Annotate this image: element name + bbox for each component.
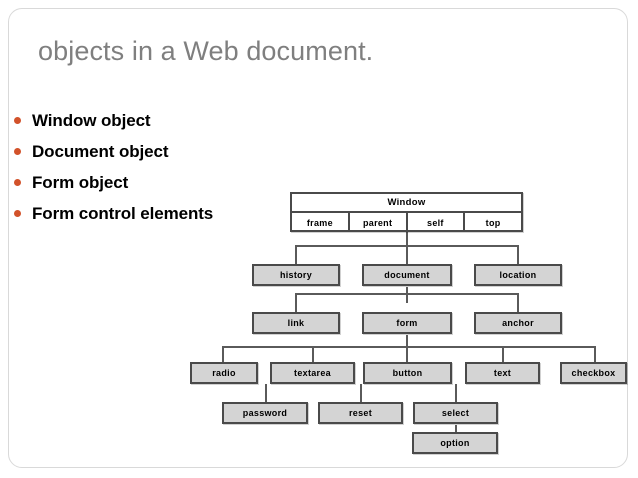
bullet-dot-icon [14,210,21,217]
connector-to-checkbox [594,346,596,362]
node-option[interactable]: option [412,432,498,454]
node-history[interactable]: history [252,264,340,286]
node-password[interactable]: password [222,402,308,424]
node-window[interactable]: Window frame parent self top [290,192,523,232]
connector-to-anchor [517,293,519,312]
node-button[interactable]: button [363,362,452,384]
list-item: Form object [14,170,314,195]
bullet-dot-icon [14,179,21,186]
connector-window-down [406,230,408,246]
connector-to-location [517,245,519,265]
connector-to-document [406,245,408,265]
bullet-dot-icon [14,117,21,124]
node-checkbox[interactable]: checkbox [560,362,627,384]
connector-to-link [295,293,297,312]
window-properties-row: frame parent self top [292,213,521,232]
connector-bus-form-children [222,346,596,348]
slide-frame [8,8,628,468]
connector-form-down [406,335,408,347]
node-anchor[interactable]: anchor [474,312,562,334]
node-textarea[interactable]: textarea [270,362,355,384]
bullet-list: Window object Document object Form objec… [14,108,314,232]
connector-button-reset [360,384,362,403]
window-property-frame[interactable]: frame [292,213,350,232]
node-location[interactable]: location [474,264,562,286]
list-item: Form control elements [14,201,314,226]
connector-text-select [455,384,457,403]
node-text[interactable]: text [465,362,540,384]
connector-document-down [406,287,408,303]
node-link[interactable]: link [252,312,340,334]
node-radio[interactable]: radio [190,362,258,384]
connector-to-text [502,346,504,362]
list-item-label: Form control elements [32,203,214,223]
list-item-label: Form object [32,172,129,192]
window-property-self[interactable]: self [408,213,466,232]
connector-select-option [455,425,457,433]
list-item: Window object [14,108,314,133]
window-property-top[interactable]: top [485,217,501,228]
list-item-label: Window object [32,110,151,130]
bullet-dot-icon [14,148,21,155]
node-reset[interactable]: reset [318,402,403,424]
node-select[interactable]: select [413,402,498,424]
connector-to-textarea [312,346,314,362]
node-form[interactable]: form [362,312,452,334]
node-window-label: Window [292,194,521,213]
page-title: objects in a Web document. [38,36,374,66]
node-document[interactable]: document [362,264,452,286]
connector-textarea-password [265,384,267,403]
connector-to-button [406,346,408,362]
connector-to-radio [222,346,224,362]
list-item-label: Document object [32,141,169,161]
connector-bus-document-children [295,293,519,295]
window-property-parent[interactable]: parent [350,213,408,232]
list-item: Document object [14,139,314,164]
connector-to-history [295,245,297,265]
